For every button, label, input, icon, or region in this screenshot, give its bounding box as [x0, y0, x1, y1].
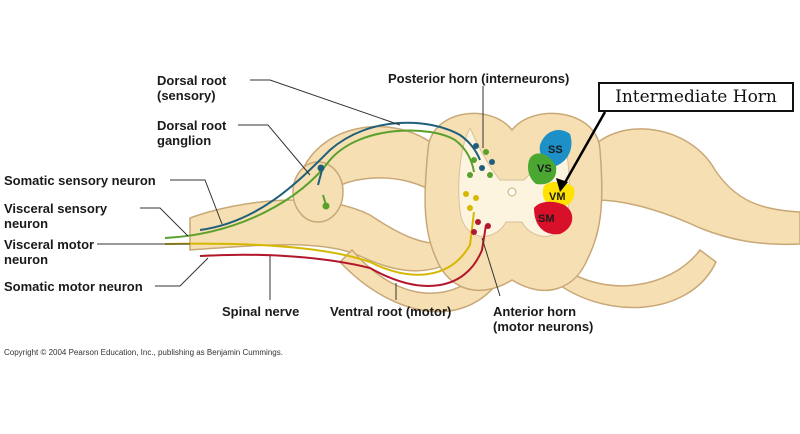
ganglion-branch-1	[317, 169, 323, 186]
vm-zone	[542, 181, 575, 208]
leader-somatic-motor	[155, 257, 209, 287]
callout-arrow	[561, 111, 607, 187]
dorsal-root-ganglion	[292, 161, 344, 223]
intermediate-horn-callout: Intermediate Horn	[598, 82, 794, 112]
vs-zone	[528, 153, 557, 185]
ss-zone-label: SS	[548, 144, 563, 156]
central-canal	[507, 187, 517, 197]
vs-zone-label: VS	[537, 163, 552, 175]
leader-visceral-sensory	[140, 207, 189, 237]
posterior-horn-interneurons	[467, 143, 495, 178]
somatic-sensory-fiber	[199, 121, 481, 231]
label-ventral-root: Ventral root (motor)	[330, 304, 452, 319]
visceral-sensory-fiber	[164, 129, 475, 239]
vm-zone-label: VM	[549, 191, 566, 203]
label-spinal-nerve: Spinal nerve	[222, 304, 300, 319]
somatic-motor-cell-bodies	[471, 219, 491, 235]
label-visceral-motor-neuron: Visceral motor neuron	[4, 237, 95, 267]
sm-zone-label: SM	[538, 213, 555, 225]
label-posterior-horn: Posterior horn (interneurons)	[388, 71, 570, 86]
visceral-motor-cell-bodies	[463, 191, 479, 211]
label-somatic-sensory-neuron: Somatic sensory neuron	[4, 173, 156, 188]
leader-ganglion	[238, 124, 311, 176]
leader-dorsal-root	[250, 79, 401, 126]
copyright-notice: Copyright © 2004 Pearson Education, Inc.…	[4, 348, 283, 357]
label-dorsal-root: Dorsal root (sensory)	[157, 73, 227, 103]
label-visceral-sensory-neuron: Visceral sensory neuron	[4, 201, 108, 231]
leader-somatic-sensory	[170, 179, 223, 225]
callout-arrowhead	[556, 178, 568, 192]
sm-zone	[534, 201, 573, 235]
label-anterior-horn: Anterior horn (motor neurons)	[493, 304, 594, 334]
leader-anterior-horn	[481, 237, 501, 297]
nerve-tissue-right	[547, 128, 800, 309]
somatic-motor-fiber	[199, 224, 487, 287]
label-dorsal-root-ganglion: Dorsal root ganglion	[157, 118, 227, 148]
ganglion-cell-bodies	[317, 164, 330, 210]
label-somatic-motor-neuron: Somatic motor neuron	[4, 279, 143, 294]
visceral-motor-fiber	[164, 211, 475, 276]
